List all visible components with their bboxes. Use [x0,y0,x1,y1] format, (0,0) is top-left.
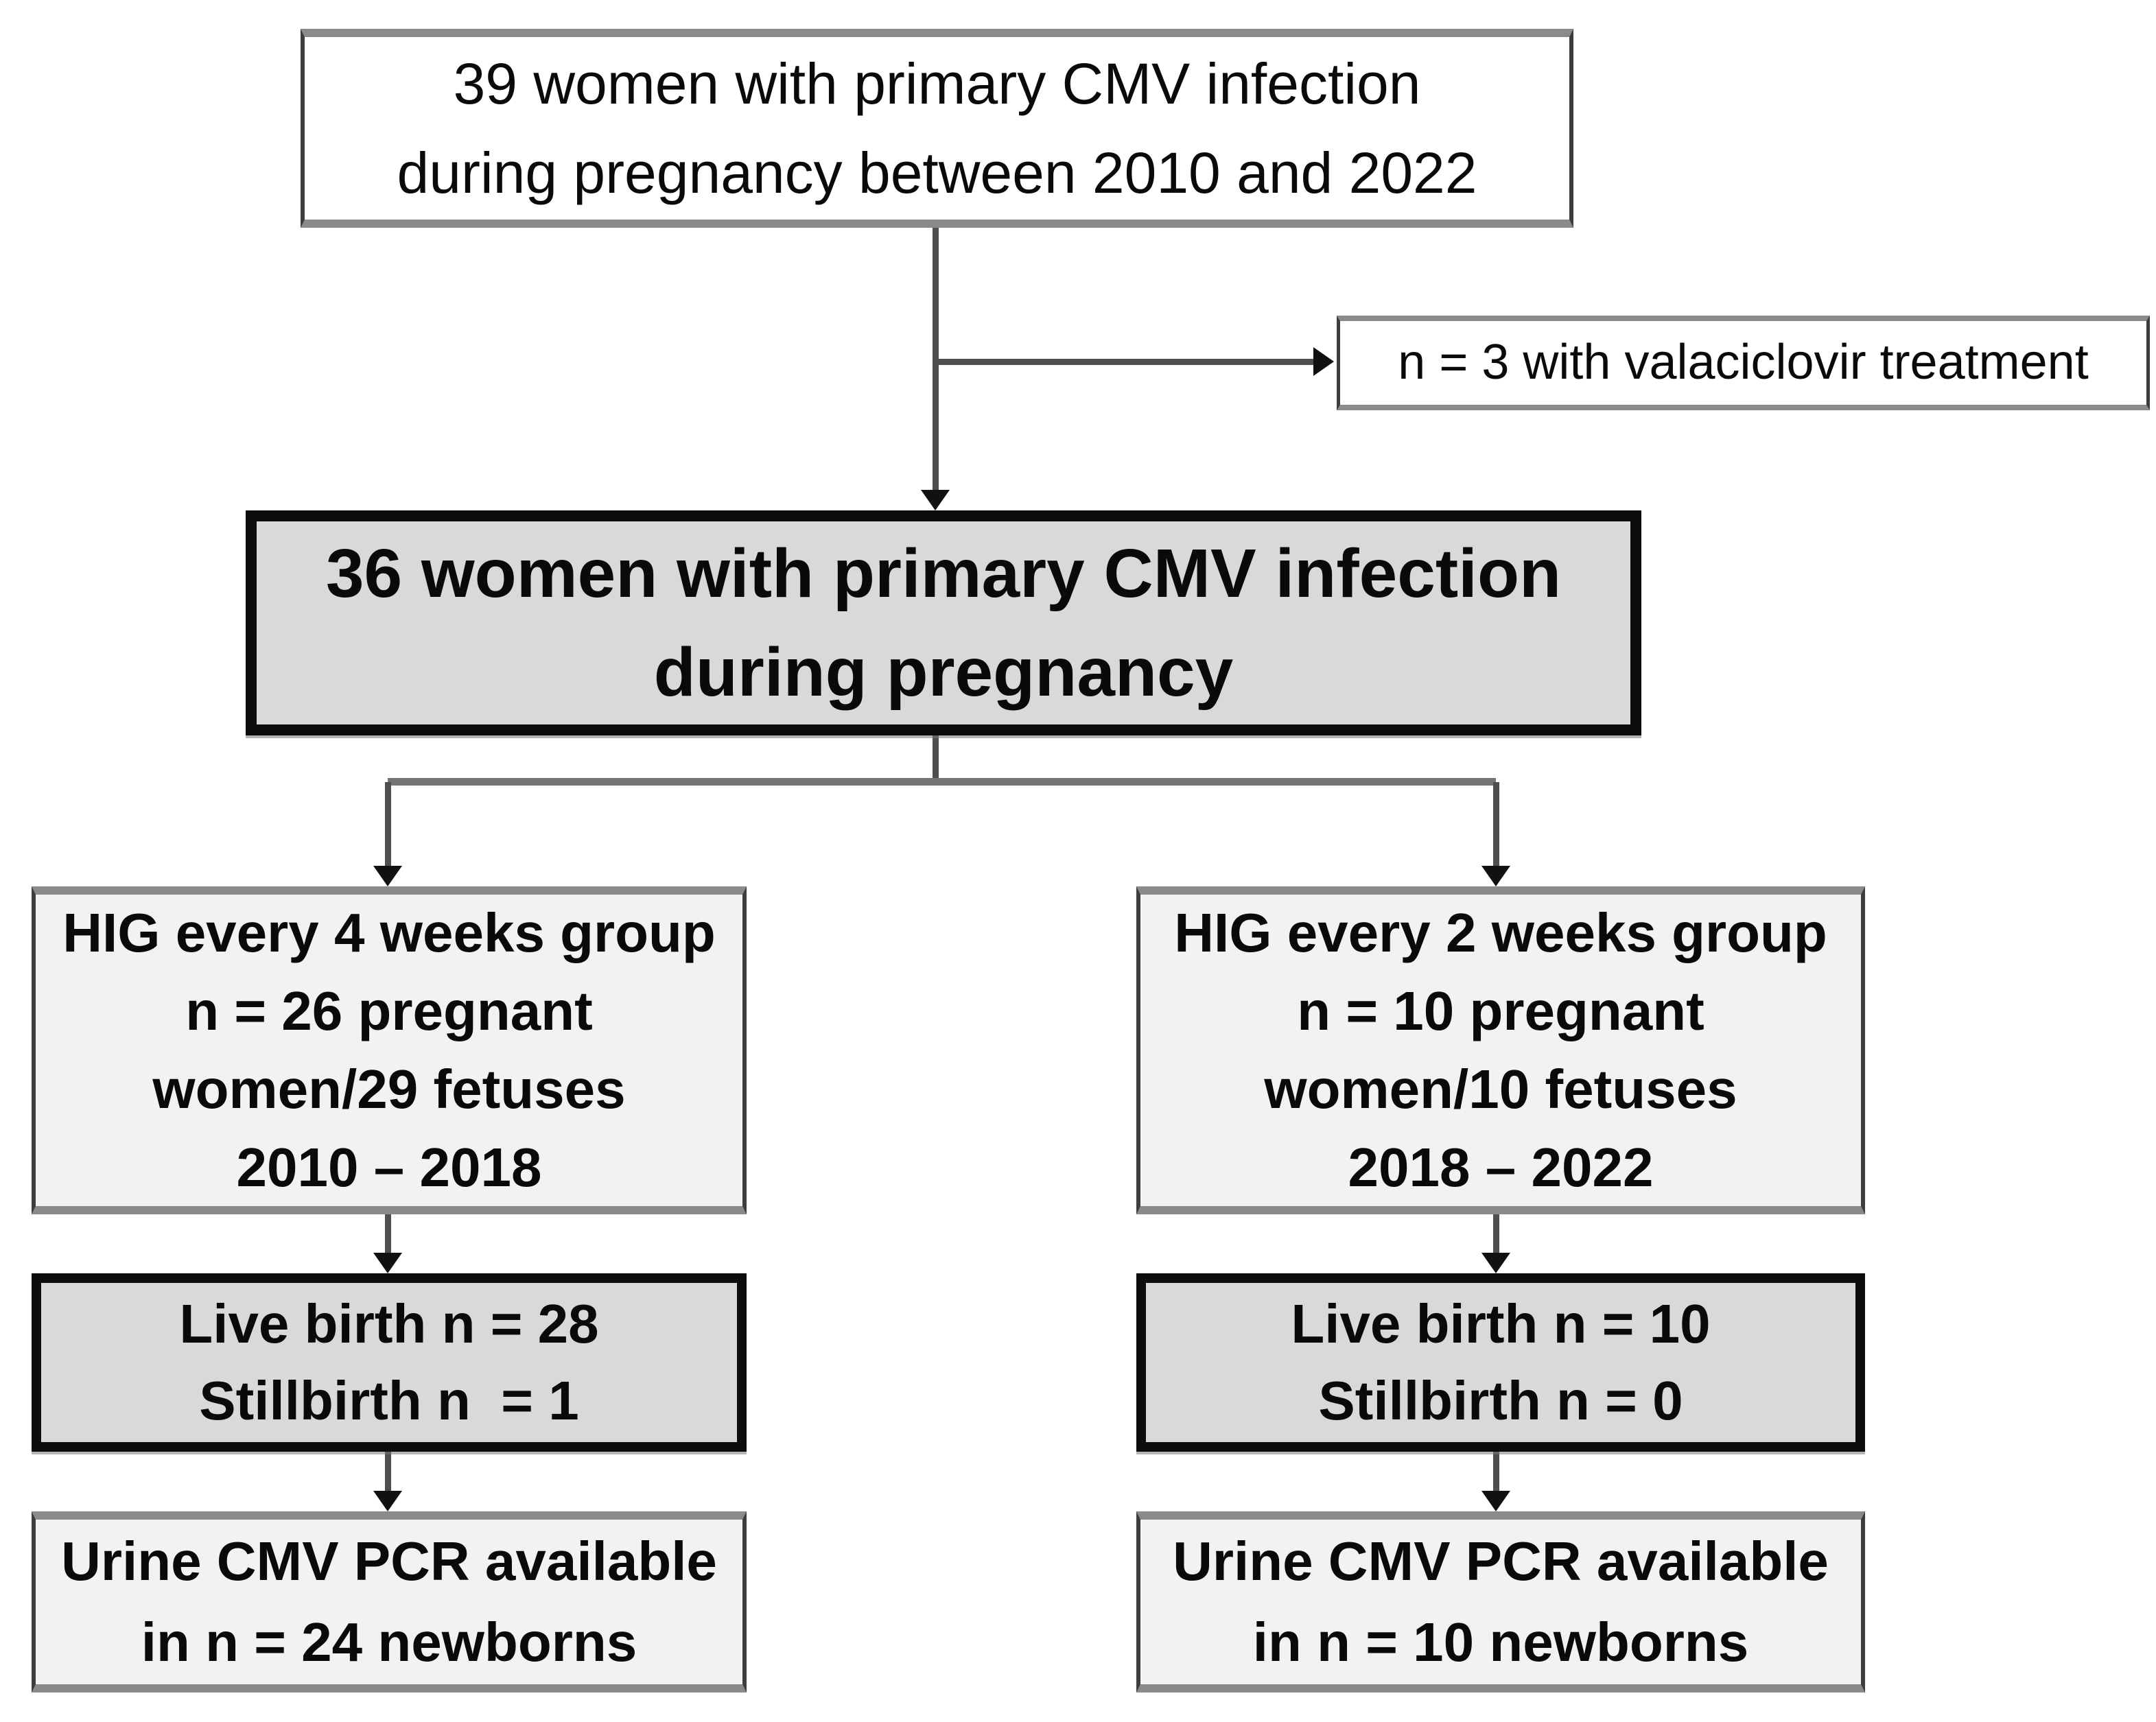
group-hig2-line-4: 2018 – 2022 [1348,1137,1654,1198]
group-hig2-box: HIG every 2 weeks group n = 10 pregnant … [1136,886,1865,1214]
group-hig4-line-3: women/29 fetuses [152,1059,626,1120]
pcr-hig2-box: Urine CMV PCR available in n = 10 newbor… [1136,1511,1865,1692]
connector-group-to-outcome-hig2 [1493,1214,1499,1253]
group-hig4-box: HIG every 4 weeks group n = 26 pregnant … [32,886,747,1214]
arrowhead-into-group-hig4 [373,866,402,886]
included-box: 36 women with primary CMV infection duri… [246,510,1641,735]
pcr-hig2-line-1: Urine CMV PCR available [1173,1531,1829,1592]
outcome-hig2-line-2: Stillbirth n = 0 [1318,1370,1683,1431]
outcome-hig4-line-1: Live birth n = 28 [179,1293,599,1354]
pcr-hig2-line-2: in n = 10 newborns [1252,1612,1749,1673]
group-hig4-line-4: 2010 – 2018 [236,1137,542,1198]
arrowhead-into-group-hig2 [1481,866,1510,886]
pcr-hig4-line-1: Urine CMV PCR available [61,1531,717,1592]
outcome-hig2-box: Live birth n = 10 Stillbirth n = 0 [1136,1273,1865,1452]
pcr-hig4-box: Urine CMV PCR available in n = 24 newbor… [32,1511,747,1692]
group-hig4-line-1: HIG every 4 weeks group [62,902,716,963]
outcome-hig4-box: Live birth n = 28 Stillbirth n = 1 [32,1273,747,1452]
excluded-box: n = 3 with valaciclovir treatment [1337,316,2150,410]
enrolled-box: 39 women with primary CMV infection duri… [301,29,1573,228]
arrowhead-into-outcome-hig2 [1481,1253,1510,1273]
outcome-hig2-line-1: Live birth n = 10 [1291,1293,1711,1354]
enrolled-box-line-1: 39 women with primary CMV infection [453,51,1421,116]
arrowhead-into-outcome-hig4 [373,1253,402,1273]
split-bar [388,778,1496,786]
connector-group-to-outcome-hig4 [385,1214,391,1253]
excluded-box-line-1: n = 3 with valaciclovir treatment [1398,335,2089,390]
connector-split-to-group-hig2 [1493,782,1499,866]
arrowhead-into-pcr-hig4 [373,1491,402,1511]
arrowhead-into-included-box [921,490,950,510]
included-box-line-1: 36 women with primary CMV infection [325,535,1562,612]
enrolled-box-line-2: during pregnancy between 2010 and 2022 [397,141,1477,205]
connector-split-to-group-hig4 [385,782,391,866]
connector-to-excluded [935,359,1313,365]
included-box-line-2: during pregnancy [653,634,1234,711]
outcome-hig4-line-2: Stillbirth n = 1 [199,1370,579,1431]
pcr-hig4-line-2: in n = 24 newborns [141,1612,637,1673]
arrowhead-into-excluded-box [1313,347,1334,376]
group-hig2-line-3: women/10 fetuses [1264,1059,1737,1120]
connector-outcome-to-pcr-hig2 [1493,1452,1499,1491]
arrowhead-into-pcr-hig2 [1481,1491,1510,1511]
group-hig2-line-2: n = 10 pregnant [1297,980,1704,1041]
group-hig4-line-2: n = 26 pregnant [185,980,593,1041]
connector-included-to-split [933,735,939,782]
connector-outcome-to-pcr-hig4 [385,1452,391,1491]
group-hig2-line-1: HIG every 2 weeks group [1174,902,1827,963]
